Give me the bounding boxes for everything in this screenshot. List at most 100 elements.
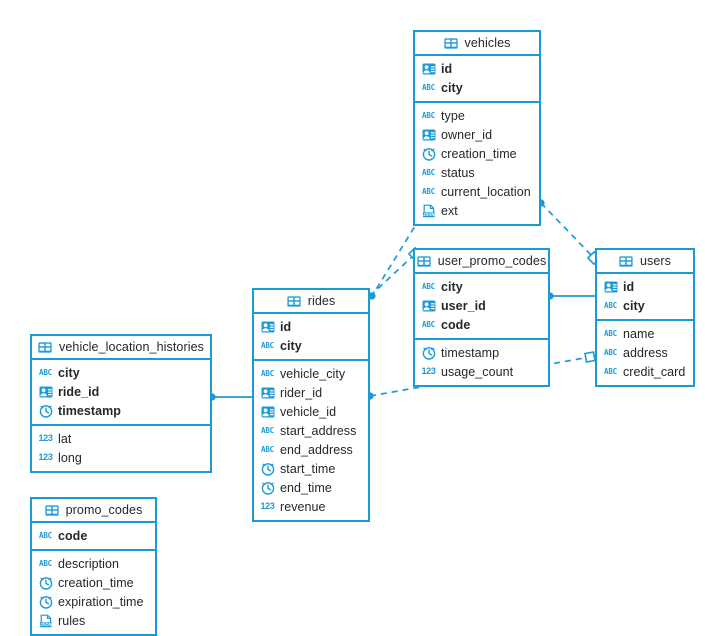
column-name: end_address	[280, 442, 353, 457]
abc-type-icon: ABC	[422, 186, 435, 196]
column-row-vehicle_location_histories-timestamp[interactable]: timestamp	[32, 401, 210, 420]
table-header-promo_codes[interactable]: promo_codes	[32, 499, 155, 523]
edge-endpoint-square	[584, 351, 596, 363]
table-title: promo_codes	[65, 503, 143, 517]
abc-type-icon: ABC	[39, 530, 52, 540]
column-row-rides-vehicle_id[interactable]: vehicle_id	[254, 402, 368, 421]
relationship-vlh-to-rides[interactable]	[208, 393, 252, 401]
column-name: id	[280, 319, 292, 334]
column-row-rides-end_time[interactable]: end_time	[254, 478, 368, 497]
column-row-user_promo_codes-user_id[interactable]: user_id	[415, 296, 548, 315]
column-row-users-address[interactable]: ABC address	[597, 343, 693, 362]
column-row-users-id[interactable]: id	[597, 277, 693, 296]
abc-type-icon: ABC	[422, 110, 435, 120]
clock-icon	[38, 403, 53, 418]
column-name: type	[441, 108, 465, 123]
column-row-vehicle_location_histories-ride_id[interactable]: ride_id	[32, 382, 210, 401]
clock-icon	[421, 345, 436, 360]
table-header-vehicles[interactable]: vehicles	[415, 32, 539, 56]
abc-type-icon: ABC	[604, 347, 617, 357]
column-row-rides-rider_id[interactable]: rider_id	[254, 383, 368, 402]
column-name: long	[58, 450, 82, 465]
column-row-promo_codes-expiration_time[interactable]: expiration_time	[32, 592, 155, 611]
column-name: city	[280, 338, 302, 353]
table-title: vehicle_location_histories	[58, 340, 205, 354]
table-title: rides	[307, 294, 336, 308]
column-row-rides-id[interactable]: id	[254, 317, 368, 336]
column-row-vehicles-creation_time[interactable]: creation_time	[415, 144, 539, 163]
abc-type-icon: ABC	[604, 328, 617, 338]
json-type-icon: JSON	[421, 203, 436, 218]
abc-type-icon: ABC	[604, 300, 617, 310]
column-name: expiration_time	[58, 594, 144, 609]
column-name: rider_id	[280, 385, 323, 400]
column-row-promo_codes-creation_time[interactable]: creation_time	[32, 573, 155, 592]
abc-type-icon: ABC	[261, 368, 274, 378]
clock-icon	[38, 575, 53, 590]
abc-type-icon: ABC	[422, 82, 435, 92]
id-key-icon	[260, 319, 275, 334]
table-title: vehicles	[464, 36, 511, 50]
column-row-user_promo_codes-timestamp[interactable]: timestamp	[415, 343, 548, 362]
number-type-icon: 123	[421, 366, 436, 376]
column-name: description	[58, 556, 119, 571]
abc-type-icon: ABC	[422, 319, 435, 329]
svg-text:JSON: JSON	[423, 212, 434, 217]
column-row-rides-start_time[interactable]: start_time	[254, 459, 368, 478]
column-name: address	[623, 345, 668, 360]
column-name: creation_time	[58, 575, 134, 590]
table-header-rides[interactable]: rides	[254, 290, 368, 314]
table-header-users[interactable]: users	[597, 250, 693, 274]
column-name: start_time	[280, 461, 336, 476]
table-header-user_promo_codes[interactable]: user_promo_codes	[415, 250, 548, 274]
id-key-icon	[421, 61, 436, 76]
column-row-vehicles-owner_id[interactable]: owner_id	[415, 125, 539, 144]
clock-icon	[421, 146, 436, 161]
clock-icon	[260, 461, 275, 476]
column-row-vehicles-id[interactable]: id	[415, 59, 539, 78]
column-row-vehicles-current_location[interactable]: ABC current_location	[415, 182, 539, 201]
column-row-vehicles-type[interactable]: ABC type	[415, 106, 539, 125]
column-name: current_location	[441, 184, 531, 199]
table-title: user_promo_codes	[437, 254, 547, 268]
table-header-vehicle_location_histories[interactable]: vehicle_location_histories	[32, 336, 210, 360]
clock-icon	[260, 480, 275, 495]
id-key-icon	[38, 384, 53, 399]
id-key-icon	[421, 298, 436, 313]
relationship-user_promo_codes-to-users[interactable]	[546, 292, 595, 300]
column-name: credit_card	[623, 364, 686, 379]
